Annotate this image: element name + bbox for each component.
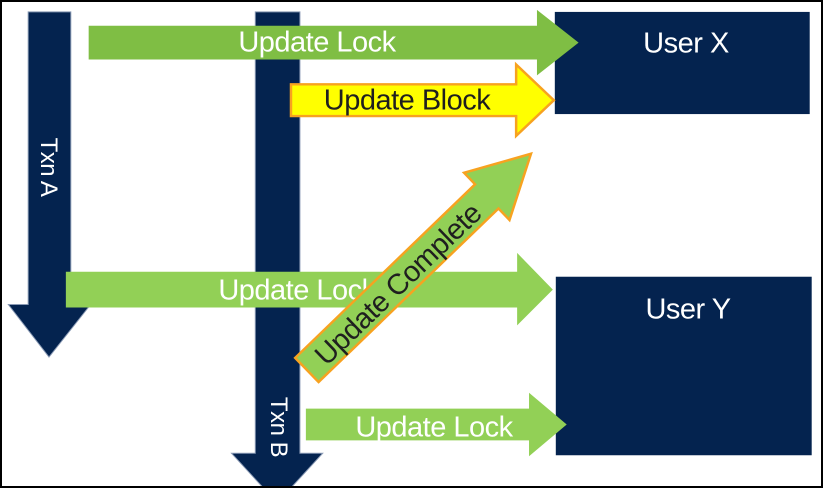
update-lock-top-arrow [88, 9, 579, 76]
update-lock-bottom-label: Update Lock [355, 411, 513, 444]
update-lock-top-label: Update Lock [238, 26, 396, 59]
txn-a-arrow [7, 11, 92, 358]
update-lock-bottom-arrow [305, 392, 567, 457]
update-lock-middle-arrow [65, 252, 553, 326]
update-block-arrow [289, 61, 556, 139]
update-lock-middle-label: Update Lock [218, 274, 376, 307]
user-y-box [555, 276, 812, 456]
user-x-box [554, 11, 810, 115]
user-y-label: User Y [645, 293, 731, 326]
update-complete-arrow [293, 151, 533, 384]
user-x-label: User X [643, 27, 729, 60]
update-block-label: Update Block [323, 84, 491, 117]
update-complete-label: Update Complete [309, 197, 489, 372]
